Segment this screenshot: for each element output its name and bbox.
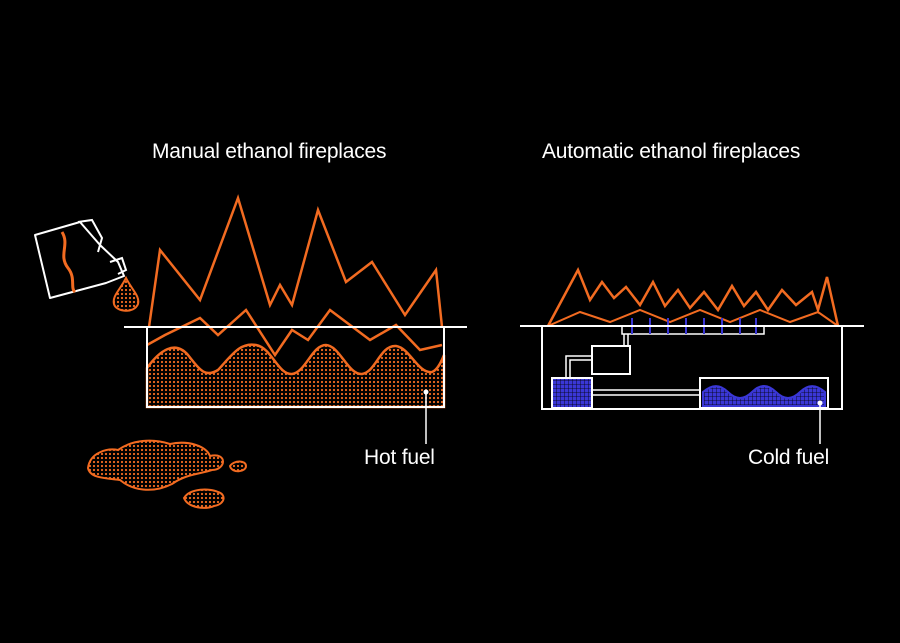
fuel-can-icon	[34, 218, 128, 299]
cold-fuel-callout	[817, 400, 823, 444]
automatic-fireplace-title: Automatic ethanol fireplaces	[542, 140, 801, 163]
cold-fuel-label: Cold fuel	[748, 446, 830, 469]
hot-fuel-label: Hot fuel	[364, 446, 435, 469]
large-flame	[147, 194, 444, 328]
manual-fireplace-title: Manual ethanol fireplaces	[152, 140, 387, 163]
small-inner-flame	[547, 308, 839, 327]
automatic-fireplace	[520, 267, 864, 444]
fuel-pump	[551, 377, 593, 409]
fuel-pipes	[565, 355, 700, 396]
manual-fireplace	[34, 194, 467, 509]
inner-flame	[146, 308, 443, 358]
fuel-drop-icon	[112, 275, 140, 312]
hot-fuel-callout	[423, 389, 429, 444]
cold-fuel-tank	[699, 377, 829, 409]
fuel-spill-icon	[86, 439, 248, 509]
automatic-housing	[541, 326, 843, 410]
small-flame	[546, 267, 840, 327]
control-unit	[591, 345, 631, 375]
hot-fuel-liquid	[145, 343, 446, 409]
manual-burner-box	[146, 327, 445, 408]
